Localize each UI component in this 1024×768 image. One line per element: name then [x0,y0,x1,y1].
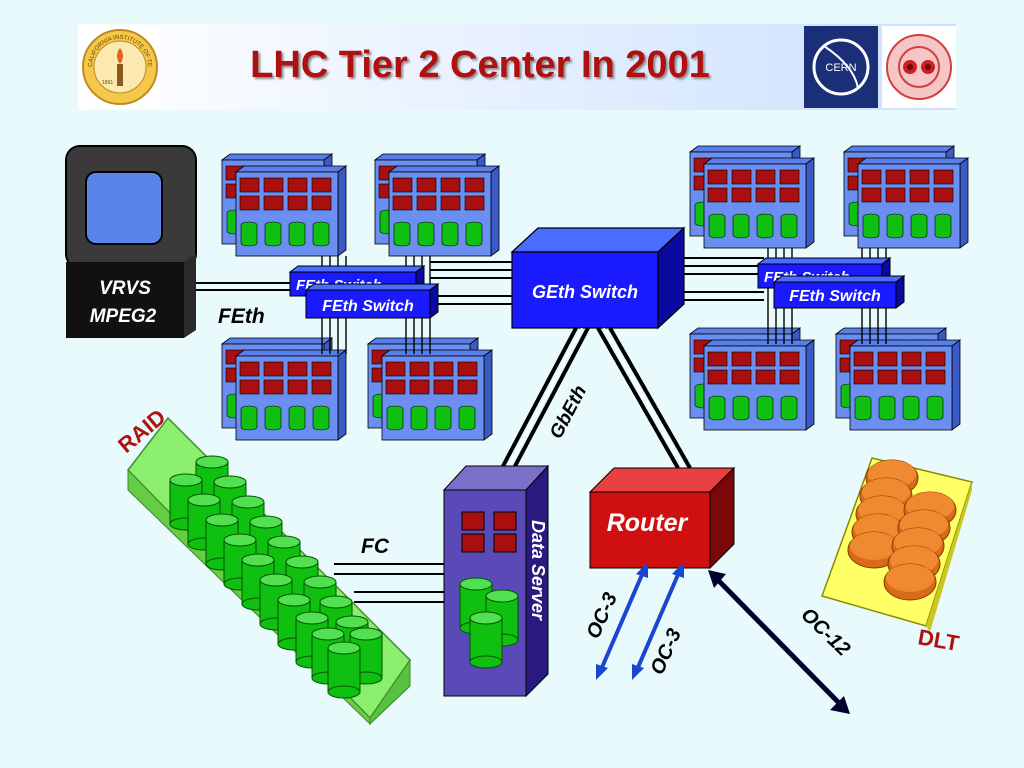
raid-disks [169,455,383,699]
fc-label: FC [361,535,390,558]
caltech-logo: CALIFORNIA INSTITUTE OF TECHNOLOGY 1891 [80,26,160,108]
feth-switch-right-label: FEth Switch [789,288,881,305]
feth-label: FEth [218,305,265,328]
caltech-logo-year: 1891 [102,80,113,86]
left-cluster-bottom-a [221,337,347,441]
data-server-label: Data Server [528,520,548,621]
gbeth-links [500,327,692,469]
dlt-label: DLT [916,624,961,656]
vrvs-label: VRVS [99,278,151,299]
lhc-detector-image [882,26,956,108]
vrvs-workstation: VRVS MPEG2 [65,145,197,338]
right-cluster-top-a [689,145,815,249]
page-title: LHC Tier 2 Center In 2001 [250,44,710,86]
fc-links [334,563,444,603]
feth-switch-left-label: FEth Switch [322,298,414,315]
left-cluster-top-a [221,153,347,257]
router-label: Router [607,509,689,537]
cern-logo: CERN [804,26,878,108]
oc12-label: OC-12 [797,604,855,661]
oc3-link-2 [632,562,684,680]
mpeg2-label: MPEG2 [90,306,157,327]
feth-geth-trunk-left [430,261,512,305]
right-cluster-bottom-a [689,327,815,431]
right-cluster-bottom-b [835,327,961,431]
data-server: Data Server [442,464,550,698]
feth-switch-left-front: FEth Switch [304,283,440,319]
geth-feth-trunk-right [684,257,764,301]
left-cluster-top-b [374,153,500,257]
vrvs-feth-link [196,282,296,291]
cern-logo-text: CERN [825,62,856,74]
vrvs-base [66,262,184,338]
oc12-link [708,570,850,714]
feth-switch-right-front: FEth Switch [772,275,906,309]
monitor-screen [85,171,163,245]
router: Router [588,466,736,570]
geth-switch: GEth Switch [510,226,686,330]
geth-switch-label: GEth Switch [532,282,638,302]
oc3-link-1 [596,562,648,680]
dlt-tape-library: DLT [821,457,973,656]
right-cluster-top-b [843,145,969,249]
